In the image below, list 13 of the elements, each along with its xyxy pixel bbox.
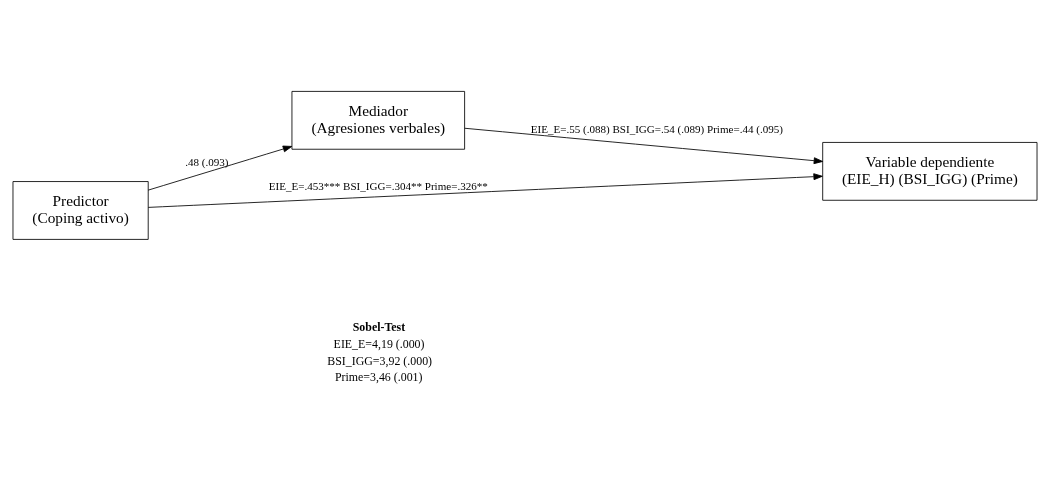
edge-label: EIE_E=.453*** BSI_IGG=.304** Prime=.326**	[268, 179, 488, 192]
arrow	[147, 145, 293, 191]
arrow	[464, 127, 824, 165]
label: Prime=3,46 (.001)	[334, 369, 423, 384]
edge-label: EIE_E=.55 (.088) BSI_IGG=.54 (.089) Prime=.44 (.095)	[530, 122, 783, 135]
node-box: Mediador (Agresiones verbales)	[291, 90, 466, 150]
label: Sobel-Test	[352, 320, 406, 335]
label: BSI_IGG=3,92 (.000)	[327, 353, 433, 368]
node-box: Variable dependiente (EIE_H) (BSI_IGG) (Prime)	[822, 142, 1038, 201]
label: EIE_E=4,19 (.000)	[333, 337, 425, 352]
node-box: Predictor (Coping activo)	[12, 181, 149, 240]
edge-label: .48 (.093)	[185, 155, 229, 168]
arrow	[147, 173, 823, 208]
